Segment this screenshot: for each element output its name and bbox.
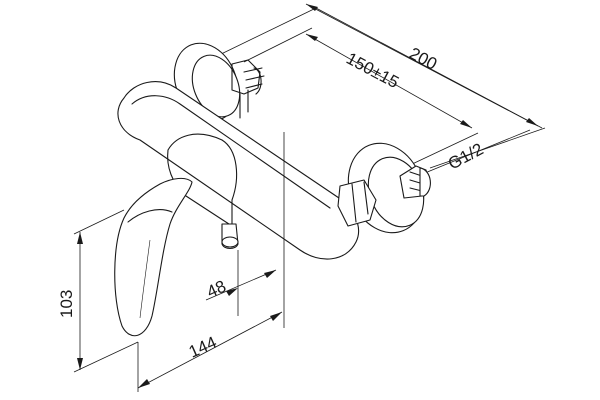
dimension-center-distance: 150±15 <box>243 27 479 167</box>
dimension-label-150: 150±15 <box>343 49 402 92</box>
dimension-height: 103 <box>57 209 139 373</box>
dimension-label-103: 103 <box>57 290 76 318</box>
dimension-spout-offset: 48 <box>204 250 277 316</box>
lever-handle <box>114 177 193 337</box>
dimension-depth: 144 <box>137 311 283 392</box>
wall-flange-left <box>173 42 265 122</box>
dimension-label-144: 144 <box>186 333 220 362</box>
thread-label: G1/2 <box>445 139 486 173</box>
dimension-label-200: 200 <box>406 44 440 74</box>
dimension-label-48: 48 <box>204 277 229 302</box>
faucet-body <box>117 81 377 260</box>
